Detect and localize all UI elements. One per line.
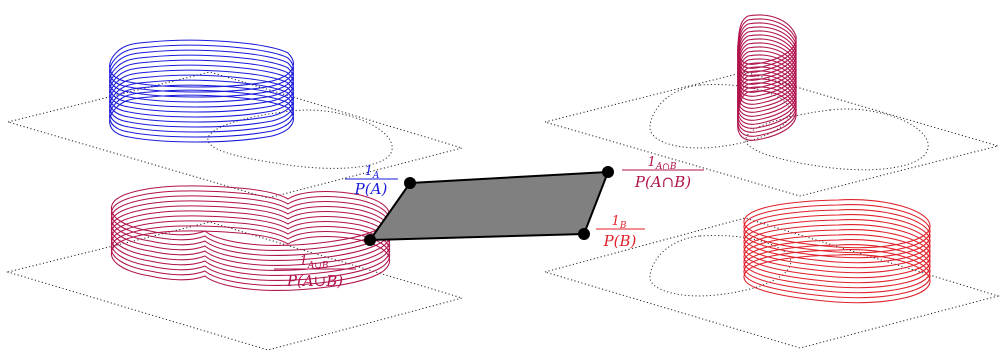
label-A: 1A P(A) bbox=[345, 164, 398, 198]
vertex-intersection bbox=[602, 166, 614, 178]
label-union: 1A∪B P(A∪B) bbox=[274, 254, 356, 290]
sample-space-plane-B bbox=[543, 217, 1000, 349]
region-A-outline-B-panel bbox=[649, 234, 792, 297]
indicator-intersection-slice bbox=[737, 14, 797, 65]
slice-stack-B bbox=[743, 199, 931, 304]
label-B: 1B P(B) bbox=[596, 214, 645, 250]
indicator-B-slice bbox=[743, 209, 931, 259]
indicator-union-slice bbox=[110, 215, 391, 276]
sample-space-plane-union bbox=[6, 221, 464, 351]
region-A-outline bbox=[649, 83, 792, 149]
region-B-outline-A-panel bbox=[207, 109, 393, 169]
indicator-B-slice bbox=[743, 199, 931, 249]
indicator-union-slice bbox=[110, 185, 391, 246]
panel-B bbox=[543, 199, 1000, 349]
indicator-A-slice bbox=[109, 64, 294, 113]
indicator-union-slice bbox=[110, 230, 391, 291]
label-B-num: 1B bbox=[612, 214, 627, 231]
indicator-A-slice bbox=[109, 74, 294, 123]
panel-intersection bbox=[543, 14, 1000, 197]
slice-stack-A bbox=[109, 39, 294, 143]
panel-A bbox=[6, 39, 464, 199]
indicator-A-slice bbox=[109, 89, 294, 138]
indicator-B-slice bbox=[743, 214, 931, 264]
indicator-A-slice bbox=[109, 49, 294, 98]
label-A-den: P(A) bbox=[354, 180, 388, 198]
panel-union bbox=[6, 185, 464, 351]
sample-space-plane-intersection bbox=[543, 71, 1000, 197]
indicator-union-slice bbox=[110, 225, 391, 286]
label-intersection-den: P(A∩B) bbox=[634, 173, 691, 191]
center-parallelogram bbox=[364, 166, 614, 246]
label-A-num: 1A bbox=[365, 164, 380, 181]
indicator-A-slice bbox=[109, 84, 294, 133]
label-intersection-num: 1A∩B bbox=[648, 155, 677, 172]
indicator-A-slice bbox=[109, 44, 294, 93]
indicator-union-slice bbox=[110, 200, 391, 261]
indicator-A-slice bbox=[109, 94, 294, 143]
slice-stack-intersection bbox=[737, 14, 797, 141]
indicator-union-slice bbox=[110, 210, 391, 271]
vertex-A bbox=[404, 177, 416, 189]
indicator-union-slice bbox=[110, 205, 391, 266]
indicator-A-slice bbox=[109, 54, 294, 103]
indicator-A-slice bbox=[109, 39, 294, 88]
indicator-A-slice bbox=[109, 79, 294, 128]
label-B-den: P(B) bbox=[603, 232, 637, 250]
vertex-B bbox=[578, 228, 590, 240]
indicator-union-slice bbox=[110, 195, 391, 256]
vertex-union bbox=[364, 234, 376, 246]
label-union-den: P(A∪B) bbox=[286, 272, 343, 290]
indicator-B-slice bbox=[743, 219, 931, 269]
indicator-union-slice bbox=[110, 220, 391, 281]
region-B-outline-intersection-panel bbox=[745, 108, 929, 171]
slice-stack-union bbox=[110, 185, 391, 291]
label-union-num: 1A∪B bbox=[300, 254, 329, 271]
indicator-A-slice bbox=[109, 59, 294, 108]
indicator-A-slice bbox=[109, 69, 294, 118]
indicator-B-slice bbox=[743, 204, 931, 254]
indicator-union-slice bbox=[110, 190, 391, 251]
label-intersection: 1A∩B P(A∩B) bbox=[622, 155, 704, 191]
